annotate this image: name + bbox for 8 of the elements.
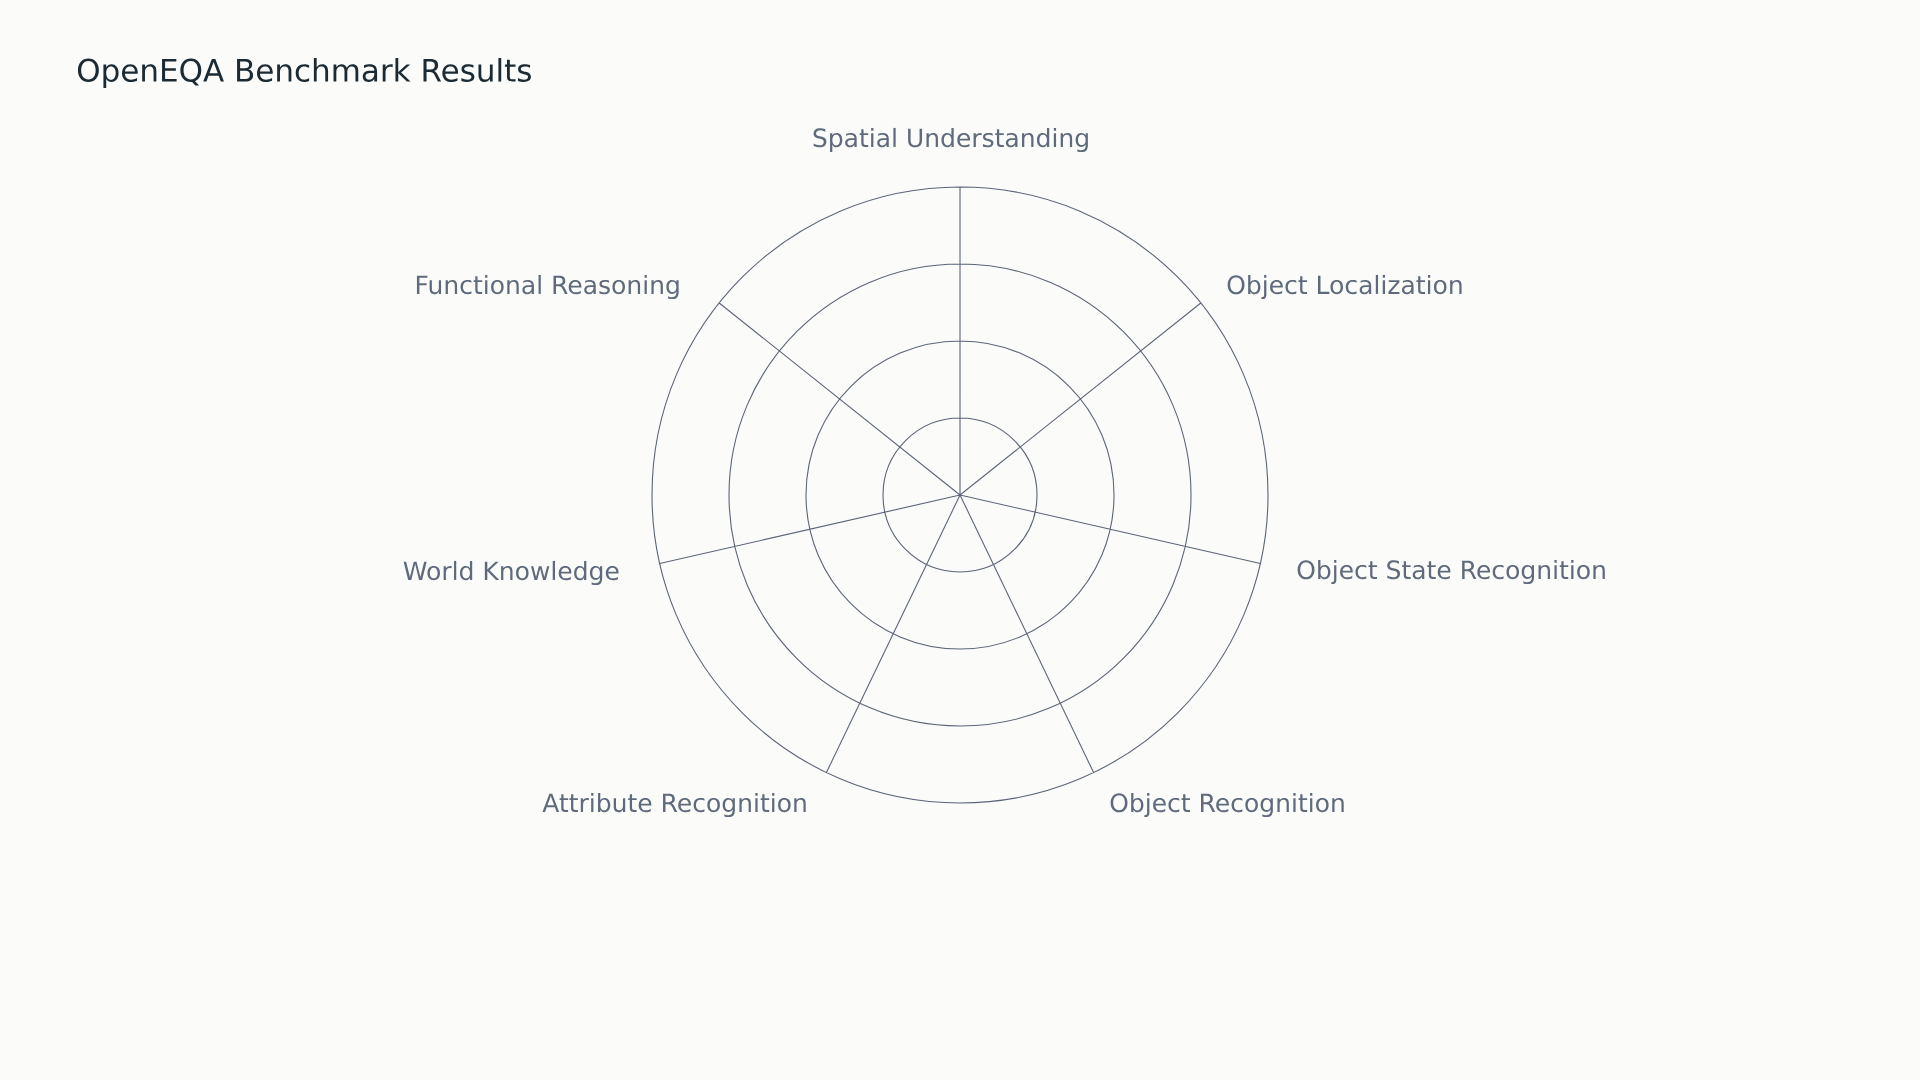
axis-label: Spatial Understanding [813,127,1088,153]
axis-label: Object Recognition [1110,792,1344,818]
axis-label: Object Localization [1227,274,1462,300]
axis-label: World Knowledge [403,560,619,586]
chart-title: OpenEQA Benchmark Results [77,58,531,88]
axis-label: Functional Reasoning [416,274,679,300]
axis-label: Attribute Recognition [542,792,806,818]
axis-label: Object State Recognition [1297,559,1605,585]
